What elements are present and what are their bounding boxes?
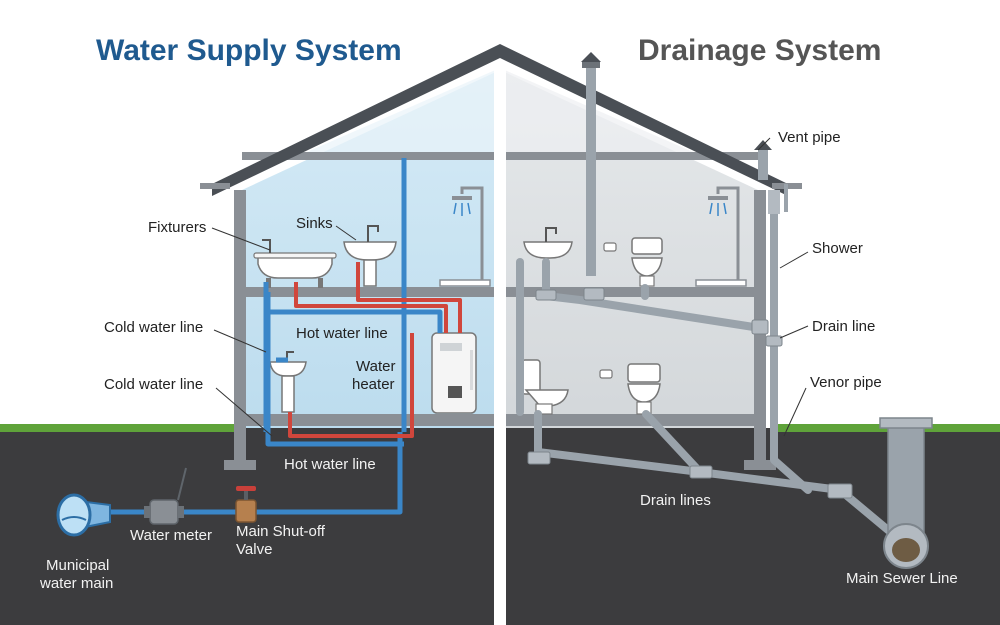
grass-left: [0, 424, 240, 432]
drain-lines-label: Drain lines: [640, 492, 711, 509]
main-sewer-line: [879, 417, 933, 569]
water-heater-label-1: Water: [356, 358, 395, 375]
vent-pipe-label: Vent pipe: [778, 129, 841, 146]
supply-title: Water Supply System: [96, 34, 402, 67]
municipal-label-1: Municipal: [46, 557, 109, 574]
shower-label: Shower: [812, 240, 863, 257]
municipal-water-main: [56, 493, 111, 537]
fixtures-label: Fixturers: [148, 219, 206, 236]
cold-water-line-label-1: Cold water line: [104, 319, 203, 336]
drain-sink-icon: [523, 227, 573, 259]
municipal-label-2: water main: [39, 575, 113, 592]
sinks-label: Sinks: [296, 215, 333, 232]
hot-water-line-label-2: Hot water line: [284, 456, 376, 473]
downspout: [768, 184, 788, 214]
hot-water-line-label-1: Hot water line: [296, 325, 388, 342]
toilet-icon-lower-left: [521, 359, 569, 415]
toilet-paper-icon: [599, 242, 617, 379]
venor-pipe-label: Venor pipe: [810, 374, 882, 391]
drainage-title: Drainage System: [638, 34, 881, 67]
shower-icon: [439, 186, 491, 287]
center-divider: [494, 64, 506, 625]
drain-line-label: Drain line: [812, 318, 875, 335]
main-sewer-label: Main Sewer Line: [846, 570, 958, 587]
bathtub-icon: [253, 239, 337, 288]
valve-icon: [235, 486, 257, 523]
drain-pipe-joints: [527, 287, 853, 499]
cold-water-line-label-2: Cold water line: [104, 376, 203, 393]
toilet-icon-lower-right: [627, 363, 661, 415]
shutoff-label-2: Valve: [236, 541, 272, 558]
water-meter-label: Water meter: [130, 527, 212, 544]
toilet-icon: [631, 237, 663, 287]
water-heater-label-2: heater: [352, 376, 395, 393]
cold-water-pipes: [100, 158, 443, 515]
drain-shower-icon: [695, 186, 747, 287]
sink-icon-lower: [269, 351, 307, 413]
water-heater-icon: [431, 332, 477, 414]
hot-water-pipes: [288, 262, 462, 438]
leader-lines: [211, 137, 809, 437]
water-meter-icon: [144, 467, 187, 525]
sink-icon: [343, 225, 397, 287]
shutoff-label-1: Main Shut-off: [236, 523, 326, 540]
